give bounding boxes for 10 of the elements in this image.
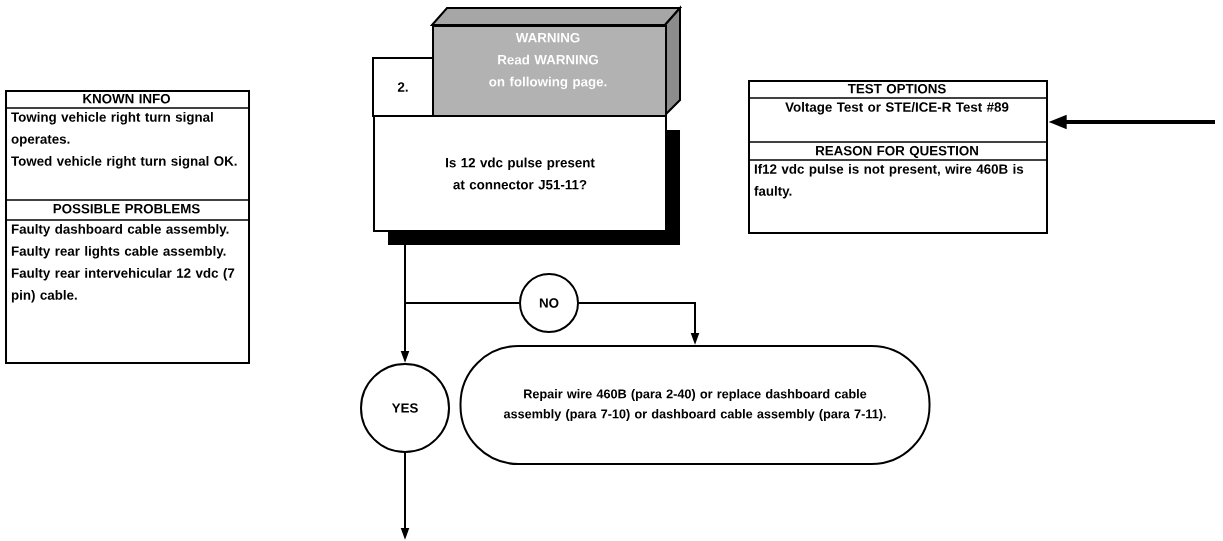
panel-text: Faulty dashboard cable assembly. Faulty rear lights cable assembly. Faulty rear intervehicular 12 vdc (7 pin) cable. xyxy=(11,224,235,303)
panel-heading: KNOWN INFO xyxy=(83,94,170,104)
panel-text: If12 vdc pulse is not present, wire 460B is faulty. xyxy=(754,164,1024,199)
panel-heading: TEST OPTIONS xyxy=(847,84,946,94)
action-box: Repair wire 460B (para 2-40) or replace dashboard cable assembly (para 7-10) or dashboard cable assembly (para 7-11). xyxy=(459,345,931,465)
panel-heading: POSSIBLE PROBLEMS xyxy=(53,204,200,214)
question-box: Is 12 vdc pulse present at connector J51-11? xyxy=(373,115,680,245)
panel-text: Voltage Test or STE/ICE-R Test #89 xyxy=(785,102,1009,115)
panel-text: Towing vehicle right turn signal operates. Towed vehicle right turn signal OK. xyxy=(11,112,237,169)
panel-heading: REASON FOR QUESTION xyxy=(816,146,978,158)
